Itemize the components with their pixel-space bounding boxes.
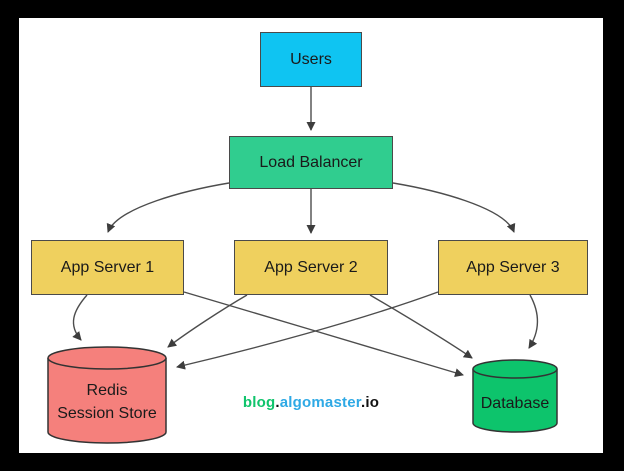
node-database	[472, 359, 558, 433]
database-cylinder-body	[472, 369, 558, 433]
node-users-label: Users	[290, 50, 332, 68]
watermark-algomaster: algomaster	[279, 394, 361, 411]
watermark-blog-algomaster-io: blog.algomaster.io	[219, 394, 403, 411]
edge-load-balancer-app-server-3	[392, 182, 516, 233]
redis-cylinder-top	[47, 346, 167, 370]
edge-app-server-1-redis	[72, 294, 88, 341]
redis-label-line2: Session Store	[57, 405, 157, 422]
diagram-canvas: Users Load Balancer App Server 1 App Ser…	[19, 18, 603, 453]
redis-session-store-label: Redis Session Store	[48, 379, 166, 425]
node-app-server-2-label: App Server 2	[264, 258, 358, 276]
database-label: Database	[480, 395, 550, 412]
node-app-server-1-label: App Server 1	[60, 258, 155, 276]
watermark-io: io	[365, 394, 380, 411]
redis-label-line1: Redis	[86, 382, 128, 399]
edge-app-server-2-database	[369, 294, 473, 359]
node-app-server-2: App Server 2	[234, 240, 388, 295]
redis-cylinder-body	[47, 358, 167, 444]
watermark-dot2: .	[360, 394, 366, 411]
edge-app-server-3-database	[528, 294, 539, 349]
watermark-dot1: .	[275, 394, 280, 411]
node-app-server-1: App Server 1	[31, 240, 184, 295]
edge-app-server-2-redis	[167, 294, 248, 348]
database-cylinder-top	[472, 359, 558, 379]
node-load-balancer-label: Load Balancer	[259, 153, 363, 171]
node-redis-session-store	[47, 346, 167, 444]
node-app-server-3-label: App Server 3	[466, 258, 560, 276]
node-app-server-3: App Server 3	[438, 240, 588, 295]
edge-app-server-1-database	[183, 291, 464, 378]
watermark-blog: blog	[242, 394, 276, 411]
edge-load-balancer-app-server-1	[106, 182, 230, 233]
edge-app-server-3-redis	[176, 291, 439, 370]
diagram-edges-layer	[47, 87, 558, 444]
node-users: Users	[260, 32, 362, 87]
node-load-balancer: Load Balancer	[229, 136, 393, 189]
